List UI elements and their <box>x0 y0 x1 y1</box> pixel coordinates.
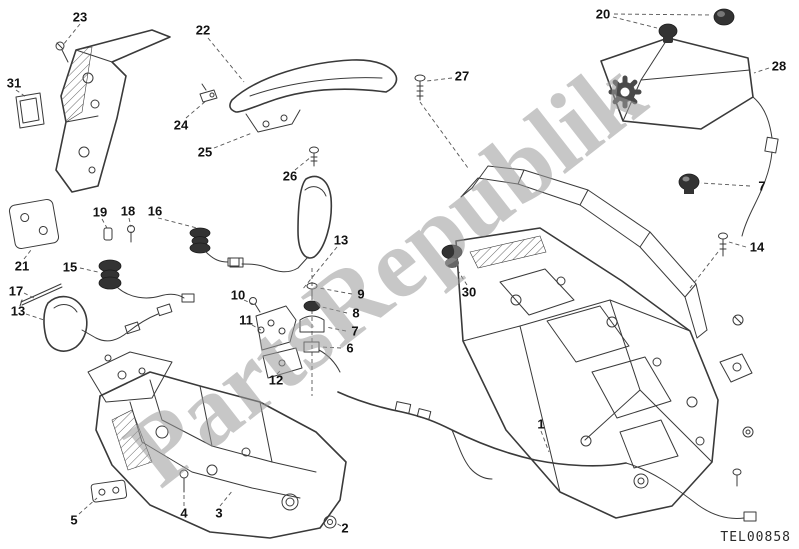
grommet-7-drawing <box>678 173 700 194</box>
reflector-31-drawing <box>15 92 45 129</box>
rear-subframe-drawing <box>455 165 754 519</box>
screw-23-drawing <box>55 41 69 63</box>
grommet-30-drawing <box>441 244 463 268</box>
leader-lines <box>15 13 770 527</box>
gear-icon <box>608 75 642 109</box>
plate-holder-lower-drawing <box>87 351 347 539</box>
wiring-harness-drawing <box>337 391 757 522</box>
plate-holder-bracket-drawing <box>55 29 171 193</box>
tail-cover-drawing <box>199 59 398 167</box>
tail-light-drawing <box>600 37 779 237</box>
light-bracket-drawing <box>249 297 303 379</box>
screw-14-drawing <box>718 232 728 257</box>
grommets-20-drawing <box>658 8 735 43</box>
left-indicator-drawing <box>19 283 173 352</box>
plate-21-drawing <box>8 198 60 250</box>
plate-light-stack-drawing <box>299 268 341 396</box>
right-indicator-drawing <box>229 175 333 273</box>
rubber-mounts-drawing <box>98 225 240 303</box>
catalog-code: TEL00858 <box>720 530 791 545</box>
screw-27-drawing <box>414 74 426 101</box>
